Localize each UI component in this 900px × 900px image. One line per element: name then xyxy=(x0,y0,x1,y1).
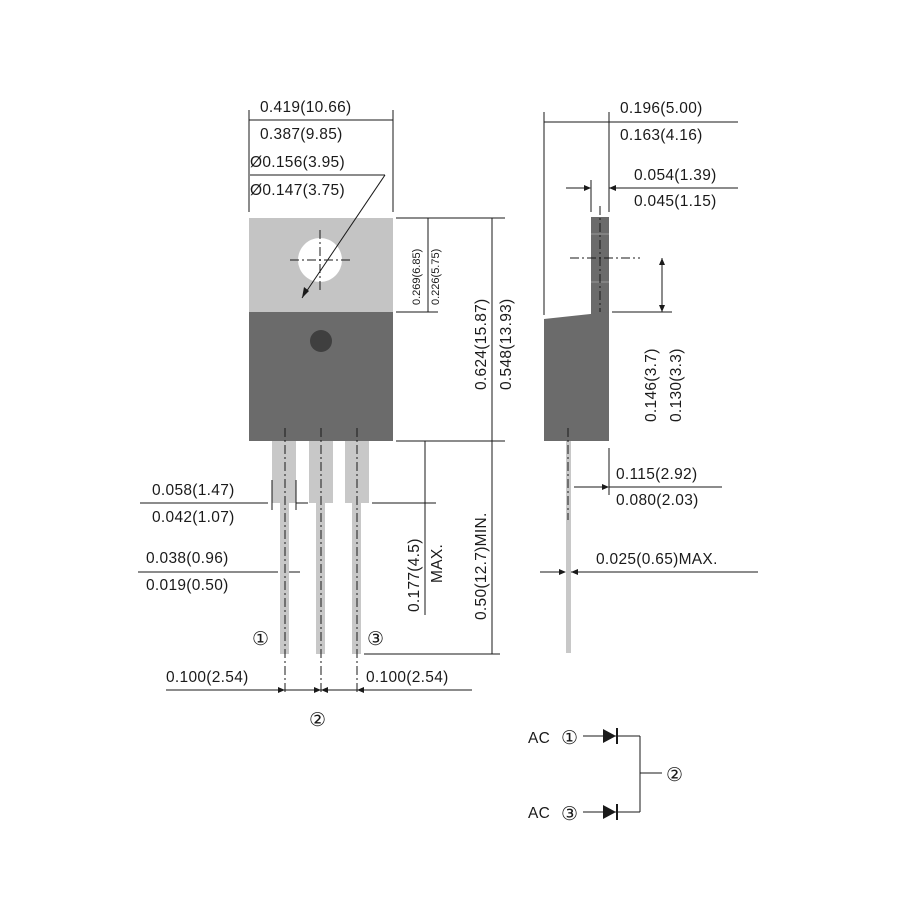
dim-hole-diameter: Ø0.156(3.95) Ø0.147(3.75) xyxy=(250,154,386,299)
internal-schematic: AC ① AC ③ ② xyxy=(528,727,683,825)
body-height-max-label: 0.624(15.87) xyxy=(473,299,490,391)
lead-offset-min-label: 0.080(2.03) xyxy=(616,492,699,509)
lead-width-max-label: 0.058(1.47) xyxy=(152,482,235,499)
dim-side-depth: 0.196(5.00) 0.163(4.16) xyxy=(543,100,738,315)
dim-pitch: 0.100(2.54) 0.100(2.54) xyxy=(166,669,472,693)
lead-thick-min-label: 0.019(0.50) xyxy=(146,577,229,594)
diode-1-icon xyxy=(603,729,616,743)
ac1-text: AC xyxy=(528,730,550,747)
dim-lead-offset: 0.115(2.92) 0.080(2.03) xyxy=(574,448,722,509)
dim-tab-thickness: 0.054(1.39) 0.045(1.15) xyxy=(566,167,738,212)
lead-diameter-label: 0.025(0.65)MAX. xyxy=(596,551,718,568)
width-max-label: 0.419(10.66) xyxy=(260,99,352,116)
pin-2-label: ② xyxy=(309,709,326,731)
pin-1-label: ① xyxy=(252,628,269,650)
side-lead xyxy=(566,441,571,653)
dim-hole-position: 0.269(6.85) 0.226(5.75) xyxy=(396,217,442,313)
lead-thick-max-label: 0.038(0.96) xyxy=(146,550,229,567)
tab-max-label: 0.054(1.39) xyxy=(634,167,717,184)
diode-3-icon xyxy=(603,805,616,819)
hole-pos-max-label: 0.269(6.85) xyxy=(411,249,423,305)
dim-tab-height: 0.146(3.7) 0.130(3.3) xyxy=(612,258,685,422)
hole-max-label: Ø0.156(3.95) xyxy=(250,154,345,171)
common-pin: ② xyxy=(666,764,683,786)
lead-length-label: 0.50(12.7)MIN. xyxy=(473,512,490,620)
width-min-label: 0.387(9.85) xyxy=(260,126,343,143)
dim-body-height: 0.624(15.87) 0.548(13.93) xyxy=(396,217,515,442)
dim-lead-diameter: 0.025(0.65)MAX. xyxy=(540,551,758,575)
pin-3-label: ③ xyxy=(367,628,384,650)
shoulder-note-label: MAX. xyxy=(429,544,446,583)
dim-lead-width: 0.058(1.47) 0.042(1.07) xyxy=(140,480,308,526)
side-depth-max-label: 0.196(5.00) xyxy=(620,100,703,117)
front-view xyxy=(249,218,393,694)
side-view xyxy=(544,206,640,653)
lead-width-min-label: 0.042(1.07) xyxy=(152,509,235,526)
body-dimple xyxy=(310,330,332,352)
dim-lead-thickness: 0.038(0.96) 0.019(0.50) xyxy=(138,550,300,594)
pitch-left-label: 0.100(2.54) xyxy=(166,669,249,686)
dim-body-width: 0.419(10.66) 0.387(9.85) xyxy=(248,99,394,212)
lead-offset-max-label: 0.115(2.92) xyxy=(616,466,697,483)
tab-height-min-label: 0.130(3.3) xyxy=(668,348,685,422)
dim-lead-length: 0.50(12.7)MIN. xyxy=(364,441,500,655)
hole-min-label: Ø0.147(3.75) xyxy=(250,182,345,199)
ac3-text: AC xyxy=(528,805,550,822)
shoulder-label: 0.177(4.5) xyxy=(406,538,423,612)
pitch-right-label: 0.100(2.54) xyxy=(366,669,449,686)
tab-min-label: 0.045(1.15) xyxy=(634,193,717,210)
side-depth-min-label: 0.163(4.16) xyxy=(620,127,703,144)
ac1-pin: ① xyxy=(561,727,578,749)
hole-pos-min-label: 0.226(5.75) xyxy=(430,249,442,305)
body-height-min-label: 0.548(13.93) xyxy=(498,299,515,391)
dim-shoulder-height: 0.177(4.5) MAX. xyxy=(372,441,446,615)
ac3-pin: ③ xyxy=(561,803,578,825)
side-body xyxy=(544,312,609,441)
tab-height-max-label: 0.146(3.7) xyxy=(643,348,660,422)
